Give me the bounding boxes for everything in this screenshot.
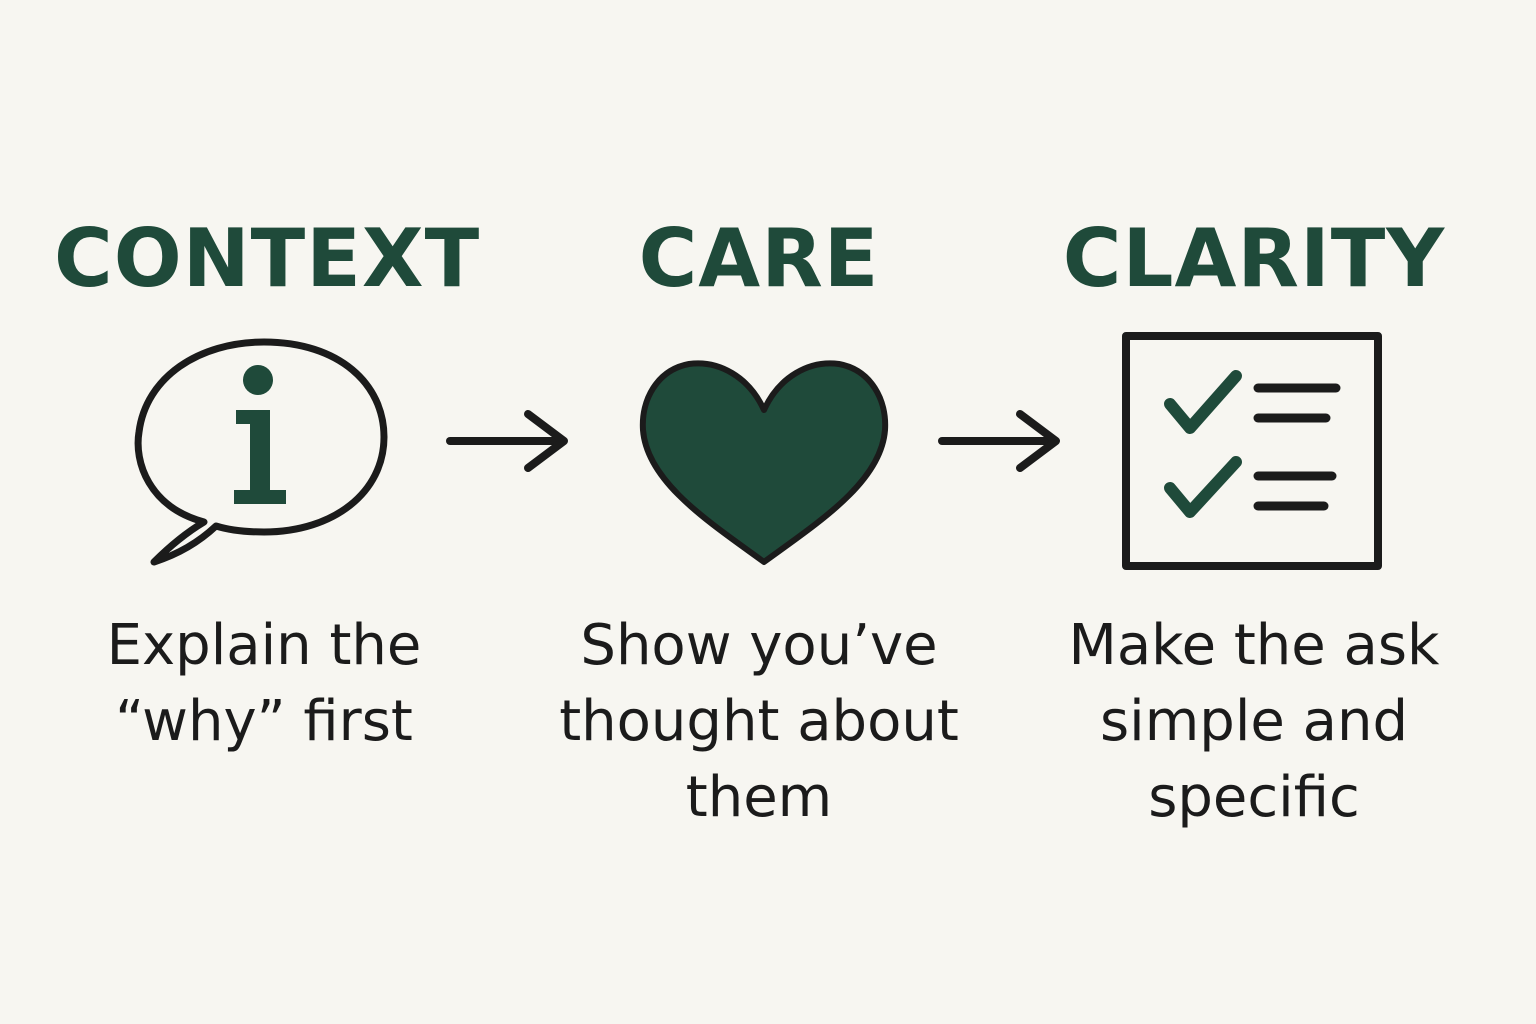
heart-icon [549,322,969,582]
step-title-clarity: CLARITY [1062,212,1446,305]
step-care: CARE Show you’ve thought about them [549,0,969,1024]
arrow-right-icon [444,406,574,476]
step-title-context: CONTEXT [54,212,481,305]
arrow-right-icon [936,406,1066,476]
step-clarity: CLARITY Make the ask simple and specific [1044,0,1464,1024]
step-context: CONTEXT Explain the “why” first [54,0,481,1024]
info-speech-bubble-icon [54,322,474,582]
step-desc-context: Explain the “why” first [106,613,422,754]
checklist-icon [1044,322,1464,582]
step-title-care: CARE [638,212,880,305]
step-desc-clarity: Make the ask simple and specific [1068,613,1440,830]
step-desc-care: Show you’ve thought about them [559,613,959,830]
